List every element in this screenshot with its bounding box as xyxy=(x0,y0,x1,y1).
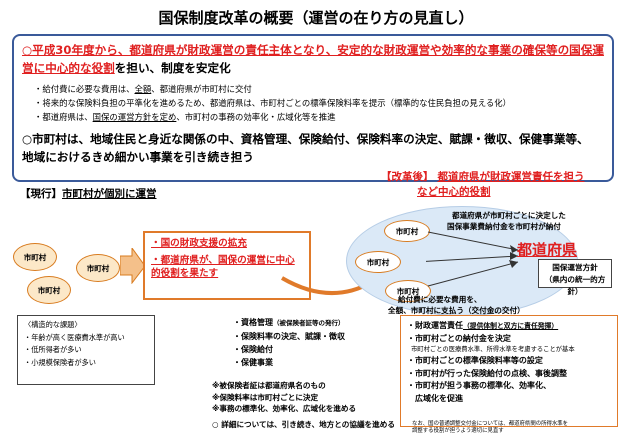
summary-bullet-3-underline: 国保の運営方針を定め xyxy=(92,112,177,122)
summary-bullet-2: ・将来的な保険料負担の平準化を進めるため、都道府県は、市町村ごとの標準保険料率を… xyxy=(34,98,512,108)
reform-box-line-2: ・都道府県が、国保の運営に中心的役割を果たす xyxy=(151,255,295,279)
issues-box: 〈構造的な課題〉 ・年齢が高く医療費水準が高い ・低所得者が多い ・小規模保険者… xyxy=(17,315,155,385)
summary-bullet-1-post: 、都道府県が市町村に交付 xyxy=(151,84,252,94)
current-heading: 【現行】市町村が個別に運営 xyxy=(20,186,157,201)
note-bot-line-1: 給付費に必要な費用を、 xyxy=(398,295,482,304)
reform-box: ・国の財政支援の拡充 ・都道府県が、国保の運営に中心的役割を果たす xyxy=(143,231,311,300)
pref-task-item: ・市町村が行った保険給付の点検、事後調整 xyxy=(407,368,567,378)
current-heading-tag: 【現行】 xyxy=(20,188,62,200)
current-muni-oval-1: 市町村 xyxy=(13,243,57,271)
pref-task-item: ・市町村が担う事務の標準化、効率化、 xyxy=(407,381,551,390)
pref-task-item: ・市町村ごとの納付金を決定 xyxy=(407,333,511,343)
muni-notes: ※被保険者証は都道府県名のもの ※保険料率は市町村ごとに決定 ※事務の標準化、効… xyxy=(212,380,402,415)
current-muni-oval-2: 市町村 xyxy=(76,254,120,282)
summary-bullet-3-post: 、市町村の事務の効率化・広域化等を推進 xyxy=(176,112,336,122)
reform-box-line-1: ・国の財政支援の拡充 xyxy=(151,238,247,249)
pref-task-item: 広域化を促進 xyxy=(407,393,463,403)
muni-note: ※事務の標準化、効率化、広域化を進める xyxy=(212,404,357,413)
note-top-line-2: 国保事業費納付金を市町村が納付 xyxy=(447,222,561,231)
policy-title: 国保運営方針 xyxy=(552,263,598,272)
policy-subtitle: （県内の統一的方針） xyxy=(544,275,606,296)
arrow-right-icon xyxy=(120,248,146,284)
pref-task-text: ・財政運営責任 xyxy=(407,321,463,330)
pref-task-item: ・市町村ごとの標準保険料率等の設定 xyxy=(407,356,543,365)
summary-bullet-1-pre: ・給付費に必要な費用は、 xyxy=(34,84,135,94)
pref-label: 都道府県 xyxy=(517,241,578,259)
summary-box xyxy=(12,34,614,182)
issue-item: ・年齢が高く医療費水準が高い xyxy=(24,332,125,342)
summary-bullet-1-underline: 全額 xyxy=(134,84,152,94)
after-muni-oval-3: 市町村 xyxy=(385,280,431,302)
summary-bullet-1: ・給付費に必要な費用は、全額、都道府県が市町村に交付 xyxy=(34,82,614,96)
note-bot-line-2: 全額、市町村に支払う（交付金の交付） xyxy=(388,306,525,315)
policy-box: 国保運営方針 （県内の統一的方針） xyxy=(538,259,612,296)
flow-arrows-icon xyxy=(426,231,519,287)
current-muni-oval-3: 市町村 xyxy=(27,276,71,304)
pref-task-item: ・財政運営責任（提供体制と双方に責任発揮） xyxy=(407,320,611,333)
summary-bullet-3: ・都道府県は、国保の運営方針を定め、市町村の事務の効率化・広域化等を推進 xyxy=(34,110,614,124)
pref-footnote-line-2: 調整する役割が担うよう適切に見直す xyxy=(412,428,504,434)
after-heading-text-1: 都道府県が財政運営責任を担う xyxy=(437,171,585,183)
muni-task-text: ・資格管理 xyxy=(233,318,273,327)
muni-note: ※被保険者証は都道府県名のもの xyxy=(212,381,326,390)
muni-task-item: ・資格管理（被保険者証等の発行） xyxy=(233,316,383,330)
muni-tasks: ・資格管理（被保険者証等の発行） ・保険料率の決定、賦課・徴収 ・保険給付 ・保… xyxy=(233,316,383,369)
after-heading-line-1: 【改革後】都道府県が財政運営責任を担う xyxy=(381,169,585,184)
page-title: 国保制度改革の概要（運営の在り方の見直し） xyxy=(158,9,474,27)
pref-task-note: 市町村ごとの医療費水準、所得水準を考慮することが基本 xyxy=(411,346,575,353)
issue-item: ・小規模保険者が多い xyxy=(24,357,96,367)
muni-task-item: ・保険料率の決定、賦課・徴収 xyxy=(233,332,345,341)
summary-bullet-3-pre: ・都道府県は、 xyxy=(34,112,93,122)
muni-task-suffix: （被保険者証等の発行） xyxy=(273,319,345,327)
after-muni-oval-1: 市町村 xyxy=(384,220,430,242)
muni-task-item: ・保健事業 xyxy=(233,358,273,367)
summary-point-1-tail: を担い、制度を安定化 xyxy=(114,61,231,75)
issues-title: 〈構造的な課題〉 xyxy=(24,320,82,329)
summary-point-2-line-1: ○市町村は、地域住民と身近な関係の中、資格管理、保険給付、保険料率の決定、賦課・… xyxy=(22,132,589,146)
pref-tasks-box: ・財政運営責任（提供体制と双方に責任発揮） ・市町村ごとの納付金を決定 市町村ご… xyxy=(400,315,618,427)
issue-item: ・低所得者が多い xyxy=(24,345,82,354)
summary-point-2: ○市町村は、地域住民と身近な関係の中、資格管理、保険給付、保険料率の決定、賦課・… xyxy=(22,130,612,166)
note-top-line-1: 都道府県が市町村ごとに決定した xyxy=(452,211,566,220)
footer-note: ○ 詳細については、引き続き、地方との協議を進める xyxy=(212,420,395,429)
summary-point-1: ○平成30年度から、都道府県が財政運営の責任主体となり、安定的な財政運営や効率的… xyxy=(22,41,612,77)
muni-task-item: ・保険給付 xyxy=(233,345,273,354)
current-heading-text: 市町村が個別に運営 xyxy=(62,188,157,200)
muni-note: ※保険料率は市町村ごとに決定 xyxy=(212,392,319,402)
pref-footnote-line-1: なお、国の普通調整交付金については、都道府県間の所得水準を xyxy=(412,421,569,427)
after-heading-tag: 【改革後】 xyxy=(381,171,434,183)
after-heading-line-2: など中心的役割 xyxy=(417,186,491,198)
summary-point-2-line-2: 地域におけるきめ細かい事業を引き続き担う xyxy=(22,150,254,164)
after-muni-oval-2: 市町村 xyxy=(355,251,401,273)
pref-task-sub: （提供体制と双方に責任発揮） xyxy=(463,322,559,330)
summary-point-1-highlight: ○平成30年度から、都道府県が財政運営の責任主体となり、安定的な財政運営や効率的… xyxy=(22,43,604,75)
